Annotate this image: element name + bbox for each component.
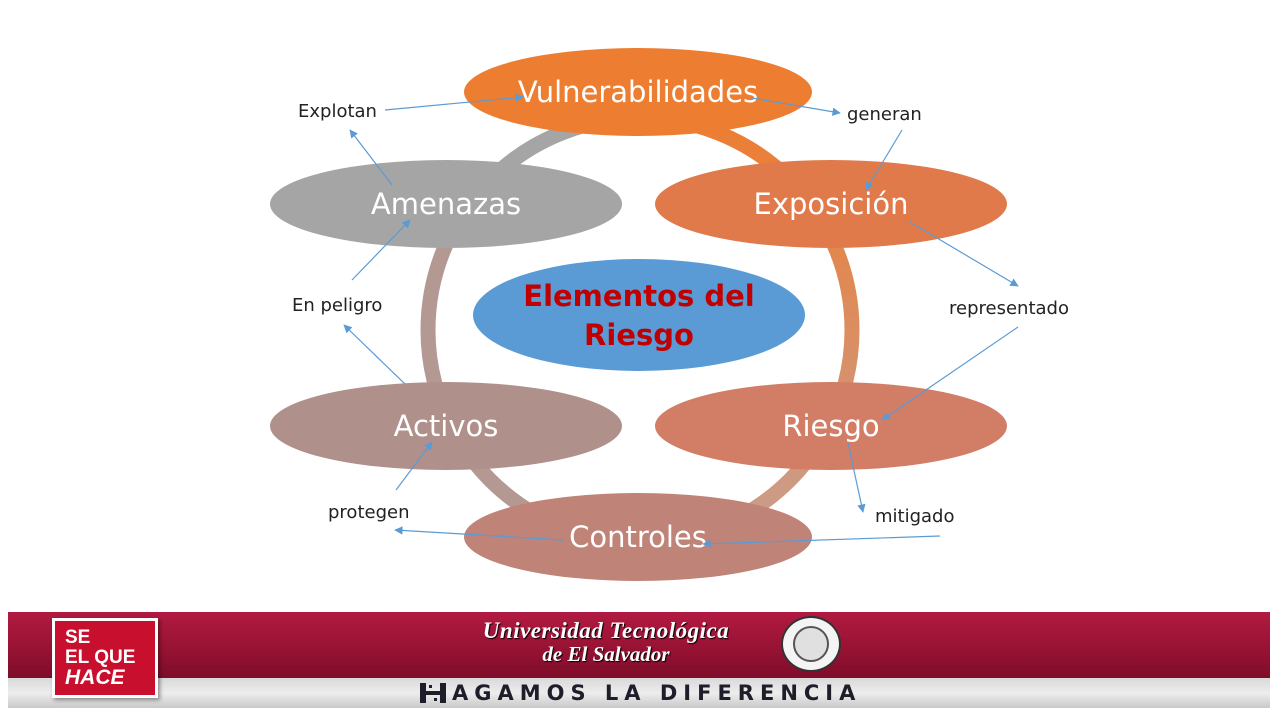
- arrow-activos-to-en-peligro: [343, 324, 406, 385]
- arrow-mitigado-to-controles: [702, 535, 941, 548]
- arrow-amenazas-to-explotan: [349, 129, 393, 186]
- footer-red-band: [8, 612, 1270, 678]
- h-logo-icon: [420, 683, 446, 703]
- arrow-generan-to-exposicion: [865, 129, 903, 191]
- slogan-text: AGAMOS LA DIFERENCIA: [452, 681, 862, 705]
- node-label: Amenazas: [371, 187, 521, 221]
- arrow-representado-to-riesgo: [881, 326, 1019, 421]
- edge-label-mitigado: mitigado: [875, 506, 955, 527]
- risk-cycle-diagram: Elementos del Riesgo Vulnerabilidades Ex…: [270, 48, 1069, 581]
- node-vulnerabilidades: Vulnerabilidades: [464, 48, 812, 136]
- university-name: Universidad Tecnológica de El Salvador: [436, 618, 776, 667]
- arrow-controles-to-protegen: [394, 526, 564, 541]
- badge-line3: HACE: [65, 666, 125, 689]
- arrow-en-peligro-to-amenazas: [351, 219, 411, 281]
- arrow-riesgo-to-mitigado: [847, 442, 866, 513]
- arrow-vulnerabilidades-to-generan: [751, 97, 841, 116]
- university-seal-icon: [781, 616, 841, 672]
- center-title-line2: Riesgo: [584, 318, 694, 352]
- node-controles: Controles: [464, 493, 812, 581]
- edge-label-generan: generan: [847, 104, 922, 125]
- node-activos: Activos: [270, 382, 622, 470]
- node-exposicion: Exposición: [655, 160, 1007, 248]
- node-label: Exposición: [754, 187, 909, 221]
- edge-label-protegen: protegen: [328, 502, 409, 523]
- footer-banner: SE EL QUE HACE Universidad Tecnológica d…: [0, 600, 1280, 720]
- arrow-exposicion-to-representado: [909, 221, 1019, 287]
- badge-line2: EL QUE: [65, 647, 136, 668]
- edge-label-en-peligro: En peligro: [292, 295, 382, 316]
- node-amenazas: Amenazas: [270, 160, 622, 248]
- university-name-line2: de El Salvador: [542, 642, 670, 666]
- edge-label-representado: representado: [949, 298, 1069, 319]
- edge-label-explotan: Explotan: [298, 101, 377, 122]
- university-name-line1: Universidad Tecnológica: [482, 618, 730, 643]
- seal-emblem: [793, 626, 829, 662]
- node-riesgo: Riesgo: [655, 382, 1007, 470]
- node-label: Riesgo: [782, 409, 879, 443]
- node-label: Activos: [394, 409, 499, 443]
- badge-line1: SE: [65, 627, 91, 648]
- node-label: Controles: [569, 520, 707, 554]
- footer-gray-band: [8, 678, 1270, 708]
- center-title-line1: Elementos del: [523, 279, 754, 313]
- slogan: AGAMOS LA DIFERENCIA: [420, 679, 861, 707]
- arrow-protegen-to-activos: [395, 441, 433, 491]
- se-el-que-hace-badge: SE EL QUE HACE: [52, 618, 158, 698]
- arrow-explotan-to-vulnerabilidades: [384, 93, 524, 111]
- node-label: Vulnerabilidades: [518, 75, 758, 109]
- center-node: Elementos del Riesgo: [473, 259, 805, 371]
